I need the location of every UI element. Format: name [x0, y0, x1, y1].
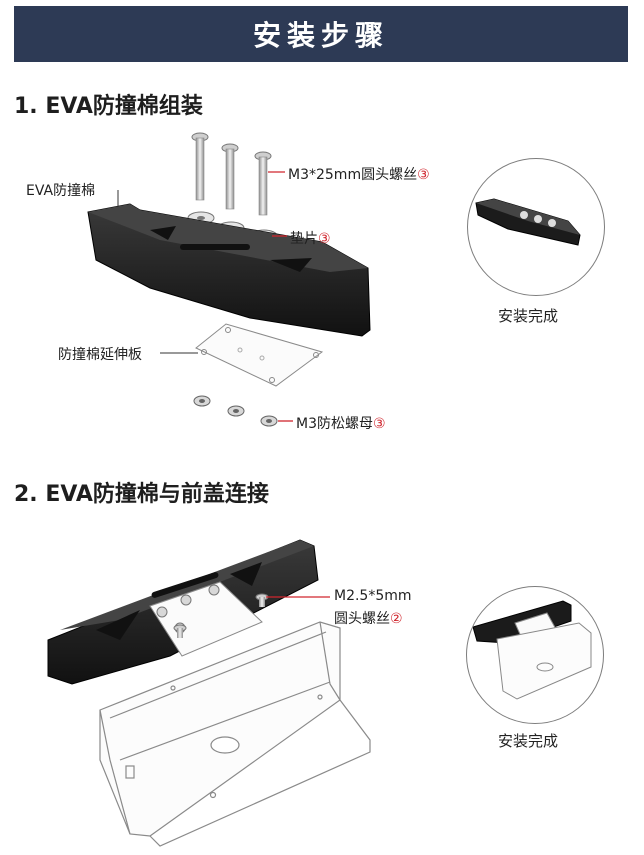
eva-bumper-label: EVA防撞棉	[26, 183, 96, 199]
m3-screw-count: ③	[417, 167, 430, 183]
m3-screw-label: M3*25mm圆头螺丝③	[288, 164, 430, 184]
eva-bumper-icon	[87, 203, 371, 337]
step1-title: 1. EVA防撞棉组装	[14, 94, 203, 119]
step1-done-icon	[475, 198, 581, 246]
extension-plate-label: 防撞棉延伸板	[58, 347, 142, 363]
washer-count: ③	[318, 231, 331, 247]
m25-screw-label-line1: M2.5*5mm	[334, 588, 412, 604]
front-cover-icon	[99, 621, 371, 847]
header-title: 安装步骤	[252, 19, 389, 52]
m25-screw-label-line2: 圆头螺丝②	[334, 608, 403, 628]
m25-screw-count: ②	[390, 611, 403, 627]
m25-screw-label-text: 圆头螺丝	[334, 611, 390, 627]
m3-screws-icon	[191, 132, 272, 216]
m3-screw-label-text: M3*25mm圆头螺丝	[288, 167, 418, 183]
m3-nut-count: ③	[373, 416, 386, 432]
leader-lines	[268, 171, 293, 422]
step2-done-circle	[466, 586, 604, 724]
washer-label: 垫片③	[290, 228, 331, 248]
m3-nut-label: M3防松螺母③	[296, 413, 386, 433]
step2-done-icon	[472, 600, 592, 700]
leader-lines-dark	[117, 190, 198, 354]
m3-nut-icon	[193, 395, 278, 427]
m3-nut-label-text: M3防松螺母	[296, 416, 373, 432]
step1-done-caption: 安装完成	[498, 307, 559, 325]
step2-done-caption: 安装完成	[498, 732, 559, 750]
step1-done-circle	[467, 158, 605, 296]
step2-screws-icon	[173, 593, 269, 638]
section-header: 安装步骤	[14, 6, 628, 62]
washer-label-text: 垫片	[290, 231, 318, 247]
step2-title: 2. EVA防撞棉与前盖连接	[14, 482, 269, 507]
extension-plate-icon	[195, 323, 324, 387]
